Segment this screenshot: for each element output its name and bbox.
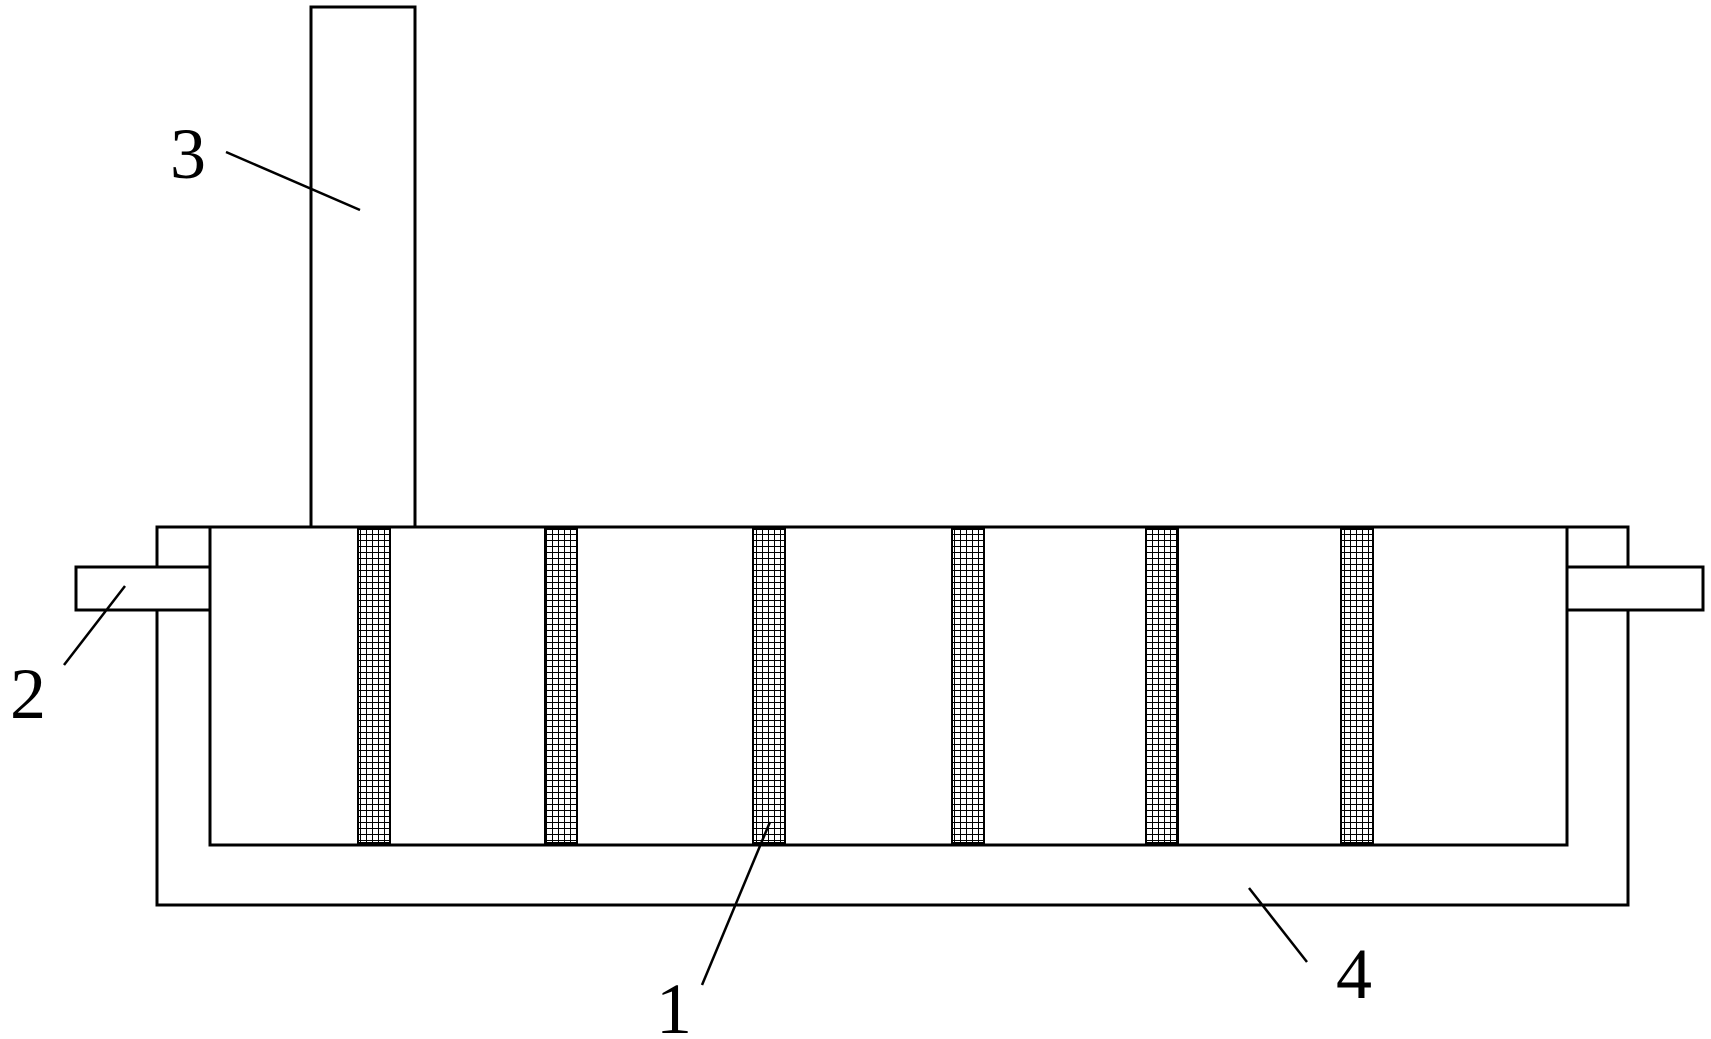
mesh-partition-2 bbox=[544, 528, 578, 844]
vertical-pipe bbox=[309, 5, 417, 529]
mesh-partition-5 bbox=[1145, 528, 1179, 844]
leader-line-3 bbox=[225, 150, 361, 212]
callout-4: 4 bbox=[1336, 934, 1372, 1014]
leader-line-4 bbox=[1248, 887, 1308, 963]
callout-3: 3 bbox=[170, 114, 206, 194]
mesh-partition-6 bbox=[1340, 528, 1374, 844]
callout-2: 2 bbox=[10, 654, 46, 734]
leader-line-1 bbox=[700, 821, 772, 986]
right-side-pipe bbox=[1565, 565, 1705, 612]
leader-line-2 bbox=[63, 585, 126, 666]
mesh-partition-1 bbox=[357, 528, 391, 844]
callout-1: 1 bbox=[656, 969, 692, 1039]
mesh-partition-4 bbox=[951, 528, 985, 844]
left-side-pipe bbox=[74, 565, 212, 612]
mesh-partitions bbox=[357, 528, 1374, 844]
mesh-partition-3 bbox=[752, 528, 786, 844]
